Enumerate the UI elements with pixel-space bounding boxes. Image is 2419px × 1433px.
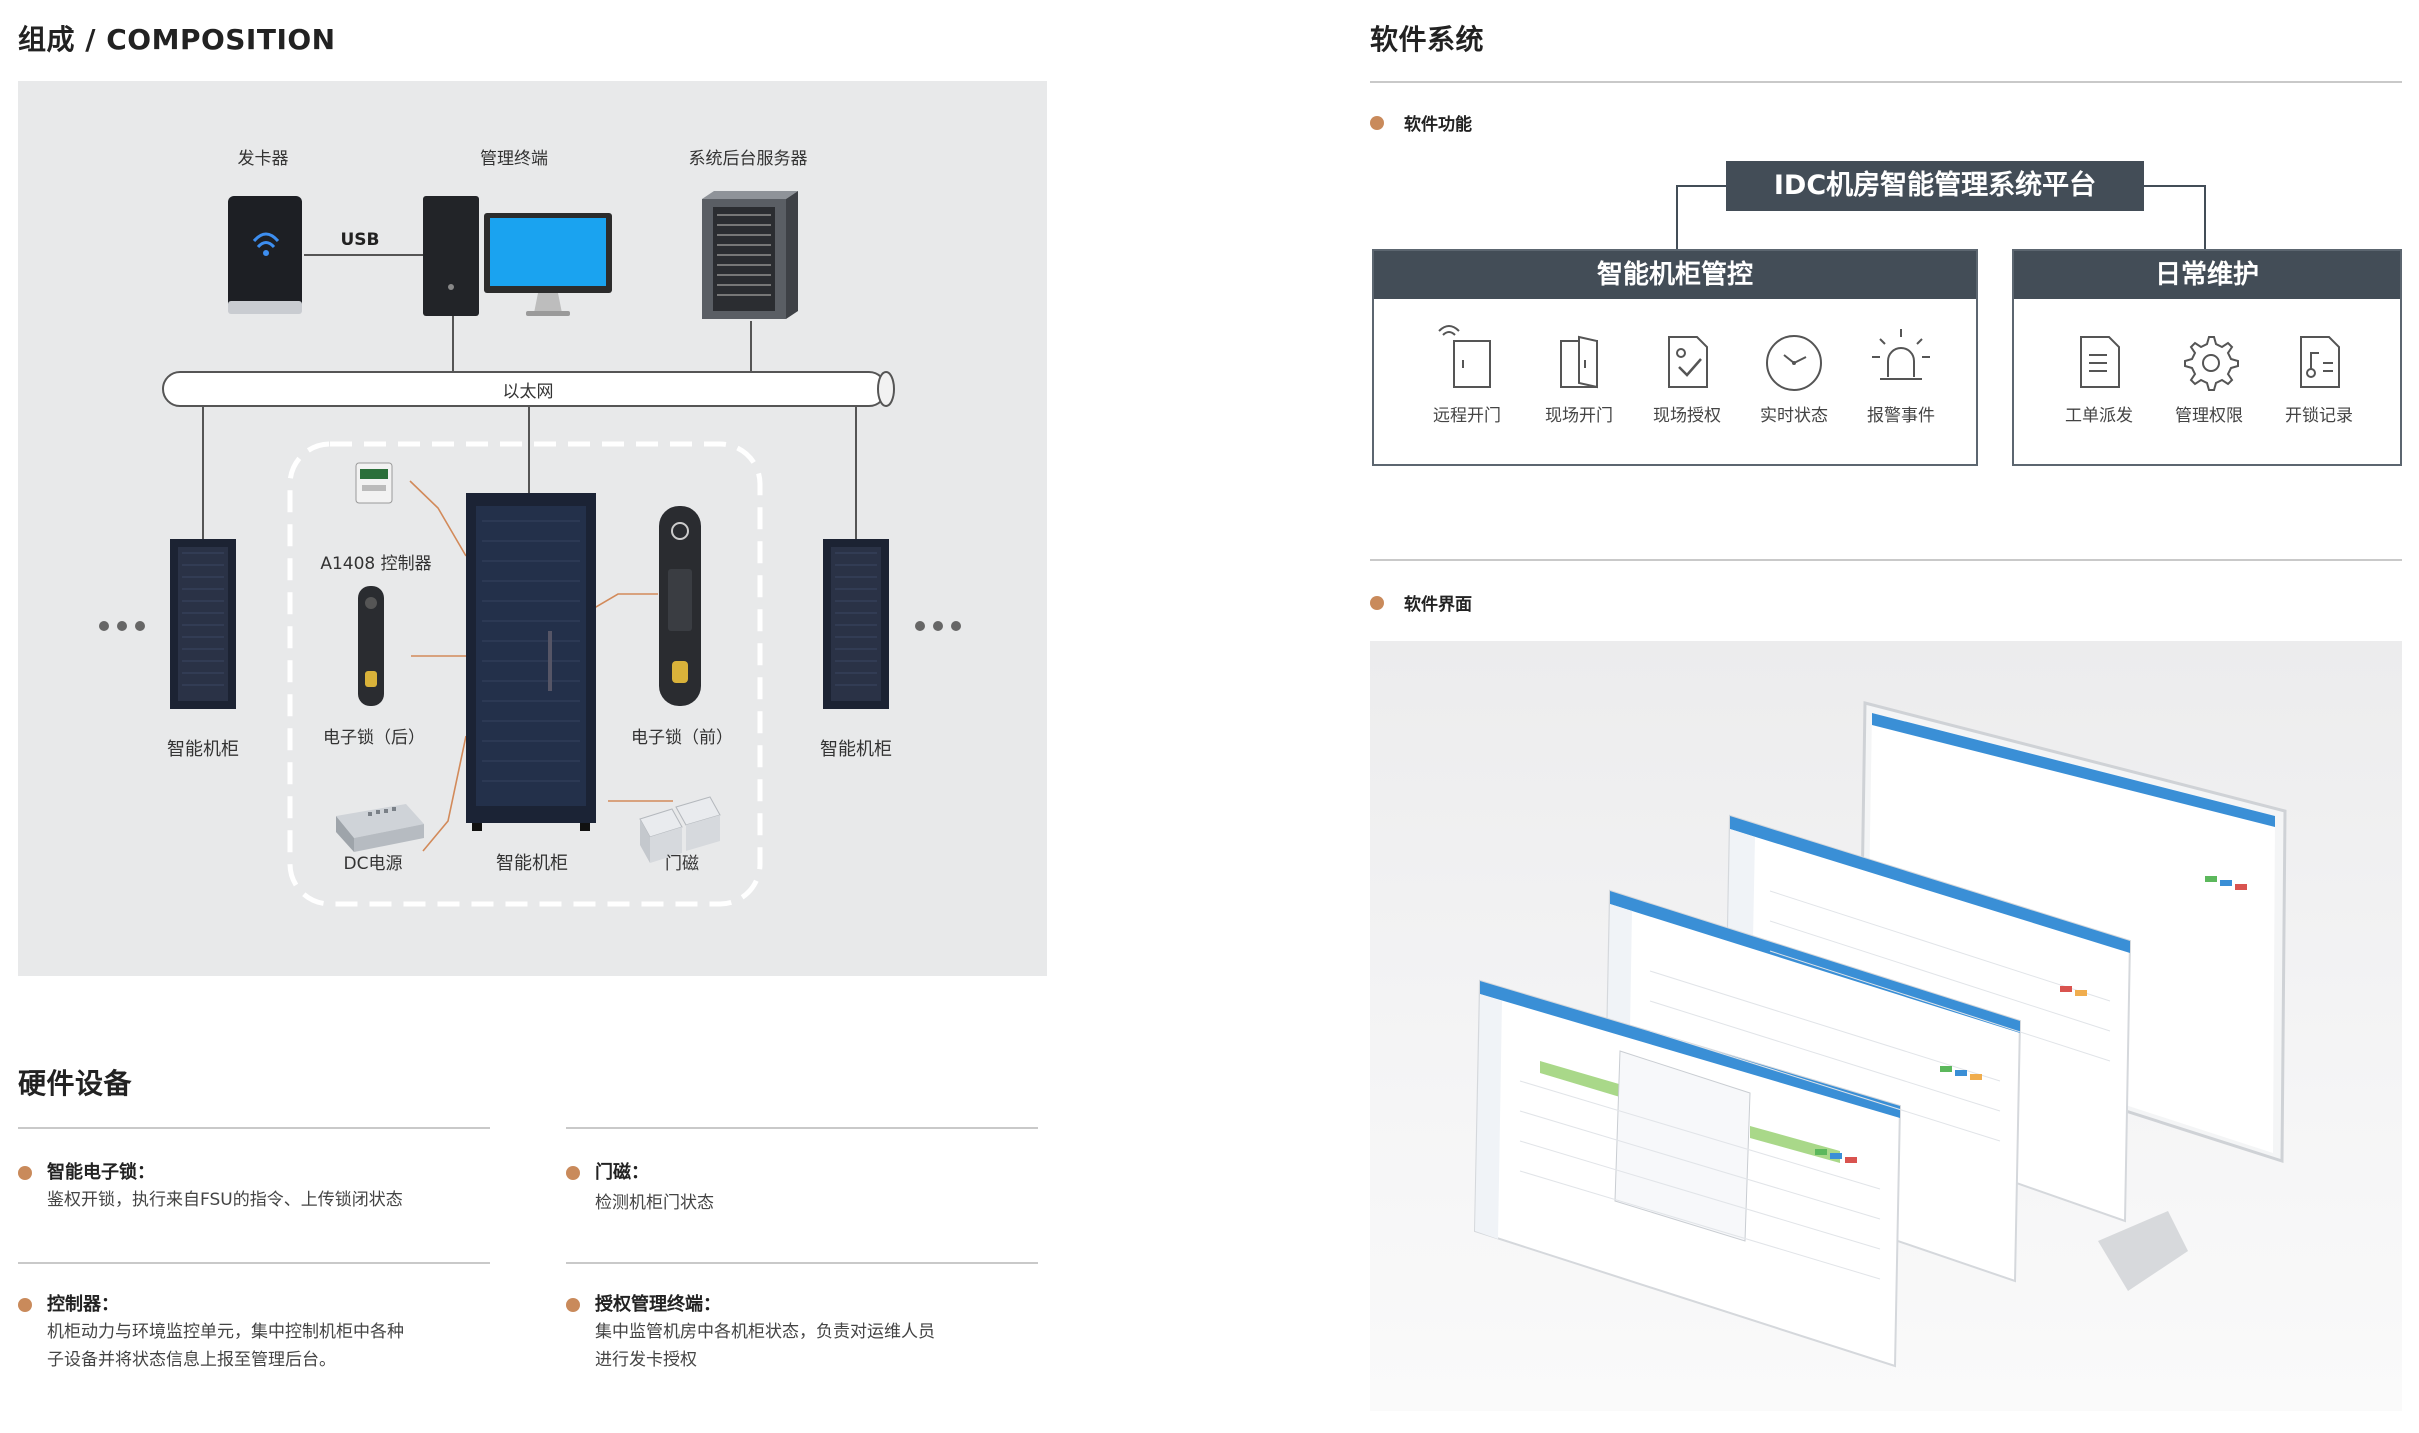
tree-connector — [1676, 185, 1678, 249]
more-dots-icon — [99, 621, 961, 631]
func-realtime-status: 实时状态 — [1739, 325, 1849, 426]
layered-screens-graphic — [1473, 701, 2287, 1368]
hardware-item-head: 控制器： — [47, 1294, 119, 1315]
right-cabinet-icon — [823, 539, 889, 709]
func-label: 管理权限 — [2175, 406, 2243, 426]
bullet-dot — [1370, 595, 1384, 610]
software-ui-showcase — [1370, 641, 2402, 1411]
func-label: 实时状态 — [1760, 406, 1828, 426]
alarm-icon — [1872, 329, 1930, 380]
func-label: 工单派发 — [2065, 406, 2133, 426]
door-sensor-label: 门磁 — [665, 854, 699, 874]
bullet-dot — [18, 1298, 32, 1312]
software-ui-text: 软件界面 — [1404, 595, 1472, 615]
card-issuer-icon — [228, 196, 302, 314]
software-functions-heading: 软件功能 — [1370, 110, 1472, 135]
dc-power-label: DC电源 — [343, 854, 403, 874]
bullet-dot — [18, 1166, 32, 1180]
unlock-record-icon — [2300, 336, 2340, 388]
func-work-order: 工单派发 — [2044, 325, 2154, 426]
hardware-item-auth-terminal: 授权管理终端： 集中监管机房中各机柜状态，负责对运维人员 进行发卡授权 — [566, 1290, 1036, 1380]
func-remote-open: 远程开门 — [1412, 325, 1522, 426]
tree-connector — [2204, 185, 2206, 249]
hardware-item-text: 检测机柜门状态 — [595, 1193, 714, 1213]
left-cabinet-label: 智能机柜 — [167, 739, 239, 760]
software-functions-text: 软件功能 — [1404, 115, 1472, 135]
func-onsite-auth: 现场授权 — [1632, 325, 1742, 426]
hardware-item-controller: 控制器： 机柜动力与环境监控单元，集中控制机柜中各种 子设备并将状态信息上报至管… — [18, 1290, 488, 1380]
group-smart-cabinet: 智能机柜管控 远程开门 现场开门 现场授权 — [1372, 249, 1978, 466]
func-alarm-event: 报警事件 — [1846, 325, 1956, 426]
ethernet-pipe — [162, 371, 895, 407]
usb-label: USB — [340, 230, 380, 250]
screen-layer-3 — [1473, 979, 1902, 1368]
hardware-title: 硬件设备 — [18, 1067, 133, 1100]
hardware-item-head: 授权管理终端： — [595, 1294, 721, 1315]
func-label: 现场授权 — [1653, 406, 1721, 426]
front-lock-icon — [659, 506, 701, 706]
right-cabinet-label: 智能机柜 — [820, 739, 892, 760]
controller-icon — [355, 462, 393, 504]
software-divider-top — [1370, 81, 2402, 83]
func-label: 远程开门 — [1433, 406, 1501, 426]
onsite-door-icon — [1560, 335, 1598, 389]
tree-connector — [1676, 185, 1726, 187]
group-title: 日常维护 — [2014, 251, 2400, 299]
group-title: 智能机柜管控 — [1374, 251, 1976, 299]
bullet-dot — [566, 1298, 580, 1312]
rear-lock-icon — [358, 586, 384, 706]
software-divider-middle — [1370, 559, 2402, 561]
remote-door-icon — [1438, 325, 1491, 388]
hardware-item-lock: 智能电子锁： 鉴权开锁，执行来自FSU的指令、上传锁闭状态 — [18, 1158, 488, 1218]
pc-tower-icon — [423, 196, 479, 316]
center-cabinet-label: 智能机柜 — [496, 853, 568, 874]
func-unlock-records: 开锁记录 — [2264, 325, 2374, 426]
tree-connector — [2144, 185, 2206, 187]
group-maintenance: 日常维护 工单派发 管理权限 开锁记录 — [2012, 249, 2402, 466]
clock-icon — [1766, 335, 1822, 391]
hardware-item-head: 智能电子锁： — [47, 1162, 155, 1183]
card-issuer-label: 发卡器 — [237, 149, 289, 169]
hardware-divider-1b — [566, 1127, 1038, 1129]
gear-icon — [2184, 336, 2239, 391]
platform-title: IDC机房智能管理系统平台 — [1726, 161, 2144, 211]
left-cabinet-icon — [170, 539, 236, 709]
authorization-icon — [1668, 336, 1708, 388]
hardware-divider-2a — [18, 1262, 490, 1264]
controller-label: A1408 控制器 — [320, 554, 432, 574]
door-sensor-icon — [639, 796, 721, 863]
ethernet-label: 以太网 — [502, 382, 554, 402]
bullet-dot — [1370, 115, 1384, 130]
composition-diagram: 发卡器 USB 管理终端 系统后台服务器 以太网 A1408 控制器 电子锁（后… — [18, 81, 1047, 976]
dc-power-icon — [336, 804, 424, 852]
hardware-item-text: 机柜动力与环境监控单元，集中控制机柜中各种 子设备并将状态信息上报至管理后台。 — [47, 1322, 404, 1370]
monitor-icon — [484, 213, 612, 316]
hardware-item-text: 鉴权开锁，执行来自FSU的指令、上传锁闭状态 — [47, 1190, 403, 1210]
hardware-item-text: 集中监管机房中各机柜状态，负责对运维人员 进行发卡授权 — [595, 1322, 935, 1370]
software-ui-heading: 软件界面 — [1370, 590, 1472, 615]
hardware-item-head: 门磁： — [595, 1162, 649, 1183]
func-label: 报警事件 — [1867, 406, 1935, 426]
hardware-divider-2b — [566, 1262, 1038, 1264]
func-label: 开锁记录 — [2285, 406, 2353, 426]
bullet-dot — [566, 1166, 580, 1180]
work-order-icon — [2080, 336, 2120, 388]
front-lock-label: 电子锁（前） — [631, 728, 733, 748]
terminal-label: 管理终端 — [480, 149, 548, 169]
hardware-divider-1a — [18, 1127, 490, 1129]
func-label: 现场开门 — [1545, 406, 1613, 426]
server-icon — [702, 191, 798, 319]
hardware-item-door-sensor: 门磁： 检测机柜门状态 — [566, 1158, 1036, 1218]
server-label: 系统后台服务器 — [688, 149, 808, 169]
rear-lock-label: 电子锁（后） — [323, 728, 425, 748]
func-onsite-open: 现场开门 — [1524, 325, 1634, 426]
diagram-graphics — [99, 191, 961, 907]
center-cabinet-icon — [466, 493, 596, 831]
func-permissions: 管理权限 — [2154, 325, 2264, 426]
composition-title: 组成 / COMPOSITION — [18, 23, 336, 56]
software-title: 软件系统 — [1370, 23, 1485, 56]
